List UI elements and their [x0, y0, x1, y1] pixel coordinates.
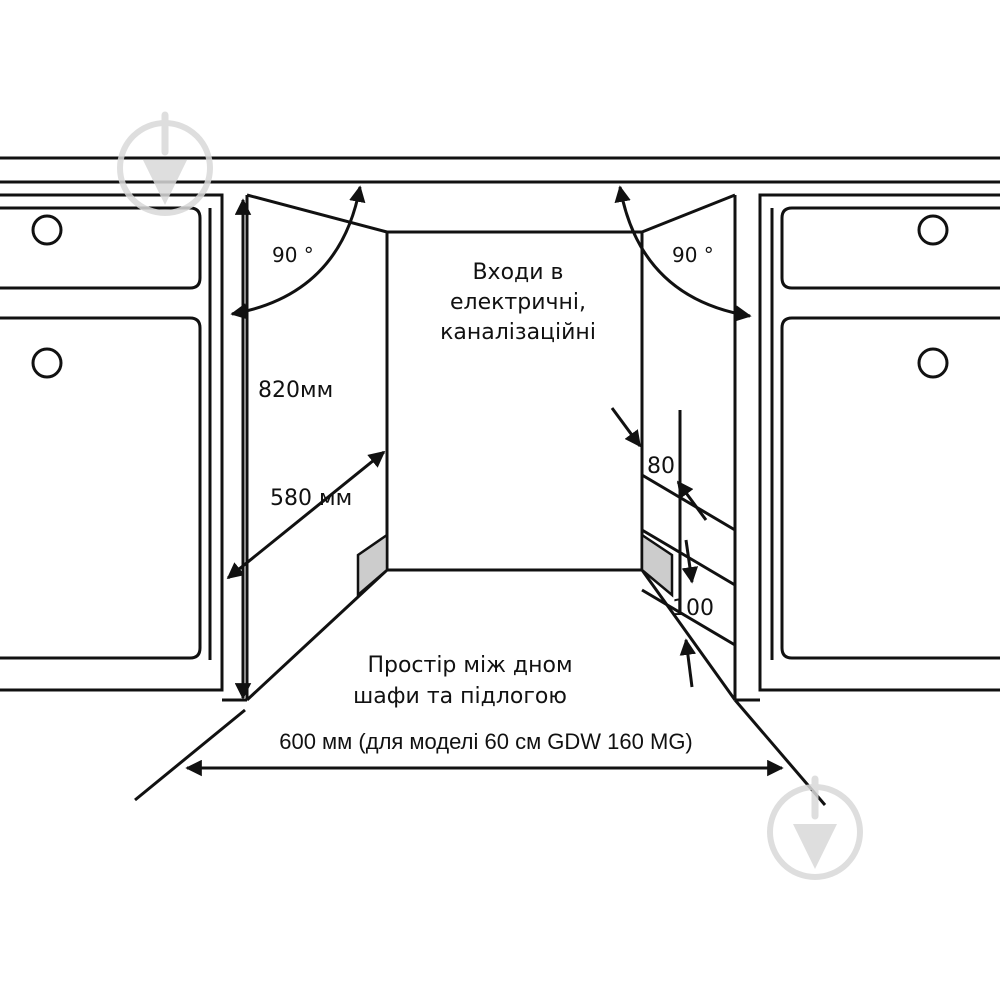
- left-angle-label: 90 °: [272, 243, 314, 267]
- height-label: 820мм: [258, 378, 333, 403]
- inlets-label-line1: Входи в: [472, 260, 563, 285]
- top-offset-label: 80: [647, 454, 675, 479]
- space-label-line2: шафи та підлогою: [353, 684, 567, 709]
- left-cabinet: [0, 193, 224, 692]
- door-knob: [917, 347, 949, 379]
- width-label: 600 мм (для моделі 60 см GDW 160 MG): [279, 729, 693, 754]
- drawer-knob: [917, 214, 949, 246]
- space-label-line1: Простір між дном: [367, 653, 572, 678]
- drop-down-arrow-icon: [117, 111, 213, 216]
- right-door-swing-arc: [614, 185, 752, 322]
- drawer-knob: [31, 214, 63, 246]
- drop-down-arrow-icon: [767, 775, 863, 880]
- depth-dimension: [226, 450, 386, 580]
- inlets-label-line2: електричні,: [450, 290, 586, 315]
- dimension-lines: [134, 185, 827, 806]
- depth-label: 580 мм: [270, 486, 352, 511]
- right-cabinet: [758, 193, 1000, 692]
- door-knob: [31, 347, 63, 379]
- floor-gap-blocks: [356, 532, 674, 598]
- inlets-label-line3: каналізаційні: [440, 320, 596, 345]
- bottom-offset-label: 100: [672, 596, 714, 621]
- right-angle-label: 90 °: [672, 243, 714, 267]
- left-door-swing-arc: [230, 185, 366, 320]
